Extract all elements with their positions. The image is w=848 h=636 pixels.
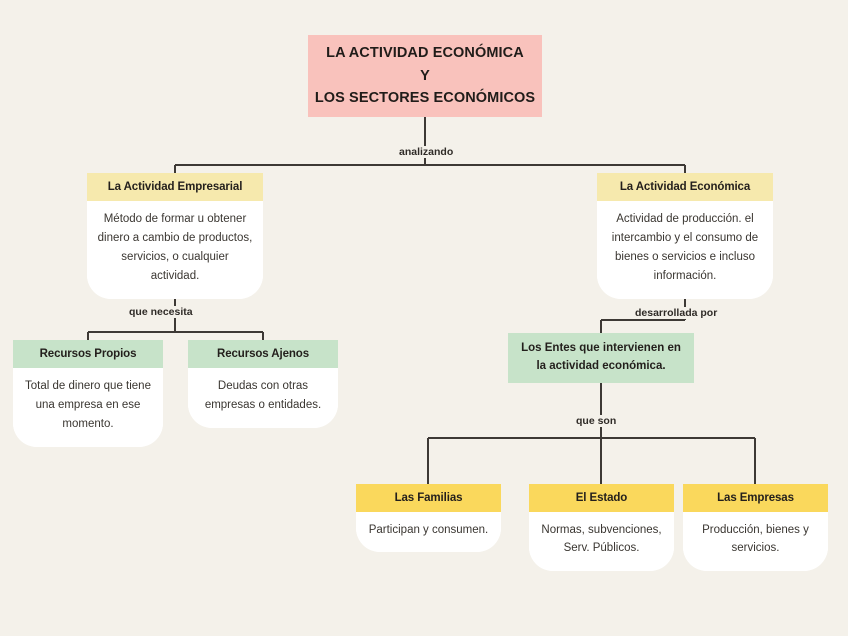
- page-title: LA ACTIVIDAD ECONÓMICA Y LOS SECTORES EC…: [314, 45, 536, 107]
- node-recursos-ajenos[interactable]: Recursos Ajenos Deudas con otras empresa…: [188, 340, 338, 428]
- node-recursos-propios[interactable]: Recursos Propios Total de dinero que tie…: [13, 340, 163, 447]
- node-los-entes[interactable]: Los Entes que intervienen en la activida…: [508, 333, 694, 383]
- node-actividad-economica[interactable]: La Actividad Económica Actividad de prod…: [597, 173, 773, 299]
- node-body: Normas, subvenciones, Serv. Públicos.: [529, 512, 674, 571]
- node-actividad-empresarial[interactable]: La Actividad Empresarial Método de forma…: [87, 173, 263, 299]
- node-title: Los Entes que intervienen en la activida…: [521, 342, 681, 373]
- node-title: Recursos Ajenos: [188, 340, 338, 368]
- node-body: Participan y consumen.: [356, 512, 501, 553]
- node-body: Actividad de producción. el intercambio …: [597, 201, 773, 299]
- node-title: Las Familias: [356, 484, 501, 512]
- node-title: La Actividad Empresarial: [87, 173, 263, 201]
- node-title: El Estado: [529, 484, 674, 512]
- node-body: Total de dinero que tiene una empresa en…: [13, 368, 163, 447]
- node-title: Las Empresas: [683, 484, 828, 512]
- node-las-familias[interactable]: Las Familias Participan y consumen.: [356, 484, 501, 553]
- edge-label-desarrollada-por: desarrollada por: [630, 307, 723, 319]
- edge-label-analizando: analizando: [394, 146, 459, 158]
- edge-label-que-necesita: que necesita: [124, 306, 198, 318]
- node-title: La Actividad Económica: [597, 173, 773, 201]
- node-body: Deudas con otras empresas o entidades.: [188, 368, 338, 428]
- node-body: Producción, bienes y servicios.: [683, 512, 828, 571]
- edge-label-que-son: que son: [571, 415, 622, 427]
- node-body: Método de formar u obtener dinero a camb…: [87, 201, 263, 299]
- root-title-card: LA ACTIVIDAD ECONÓMICA Y LOS SECTORES EC…: [308, 35, 542, 117]
- node-title: Recursos Propios: [13, 340, 163, 368]
- node-el-estado[interactable]: El Estado Normas, subvenciones, Serv. Pú…: [529, 484, 674, 571]
- node-las-empresas[interactable]: Las Empresas Producción, bienes y servic…: [683, 484, 828, 571]
